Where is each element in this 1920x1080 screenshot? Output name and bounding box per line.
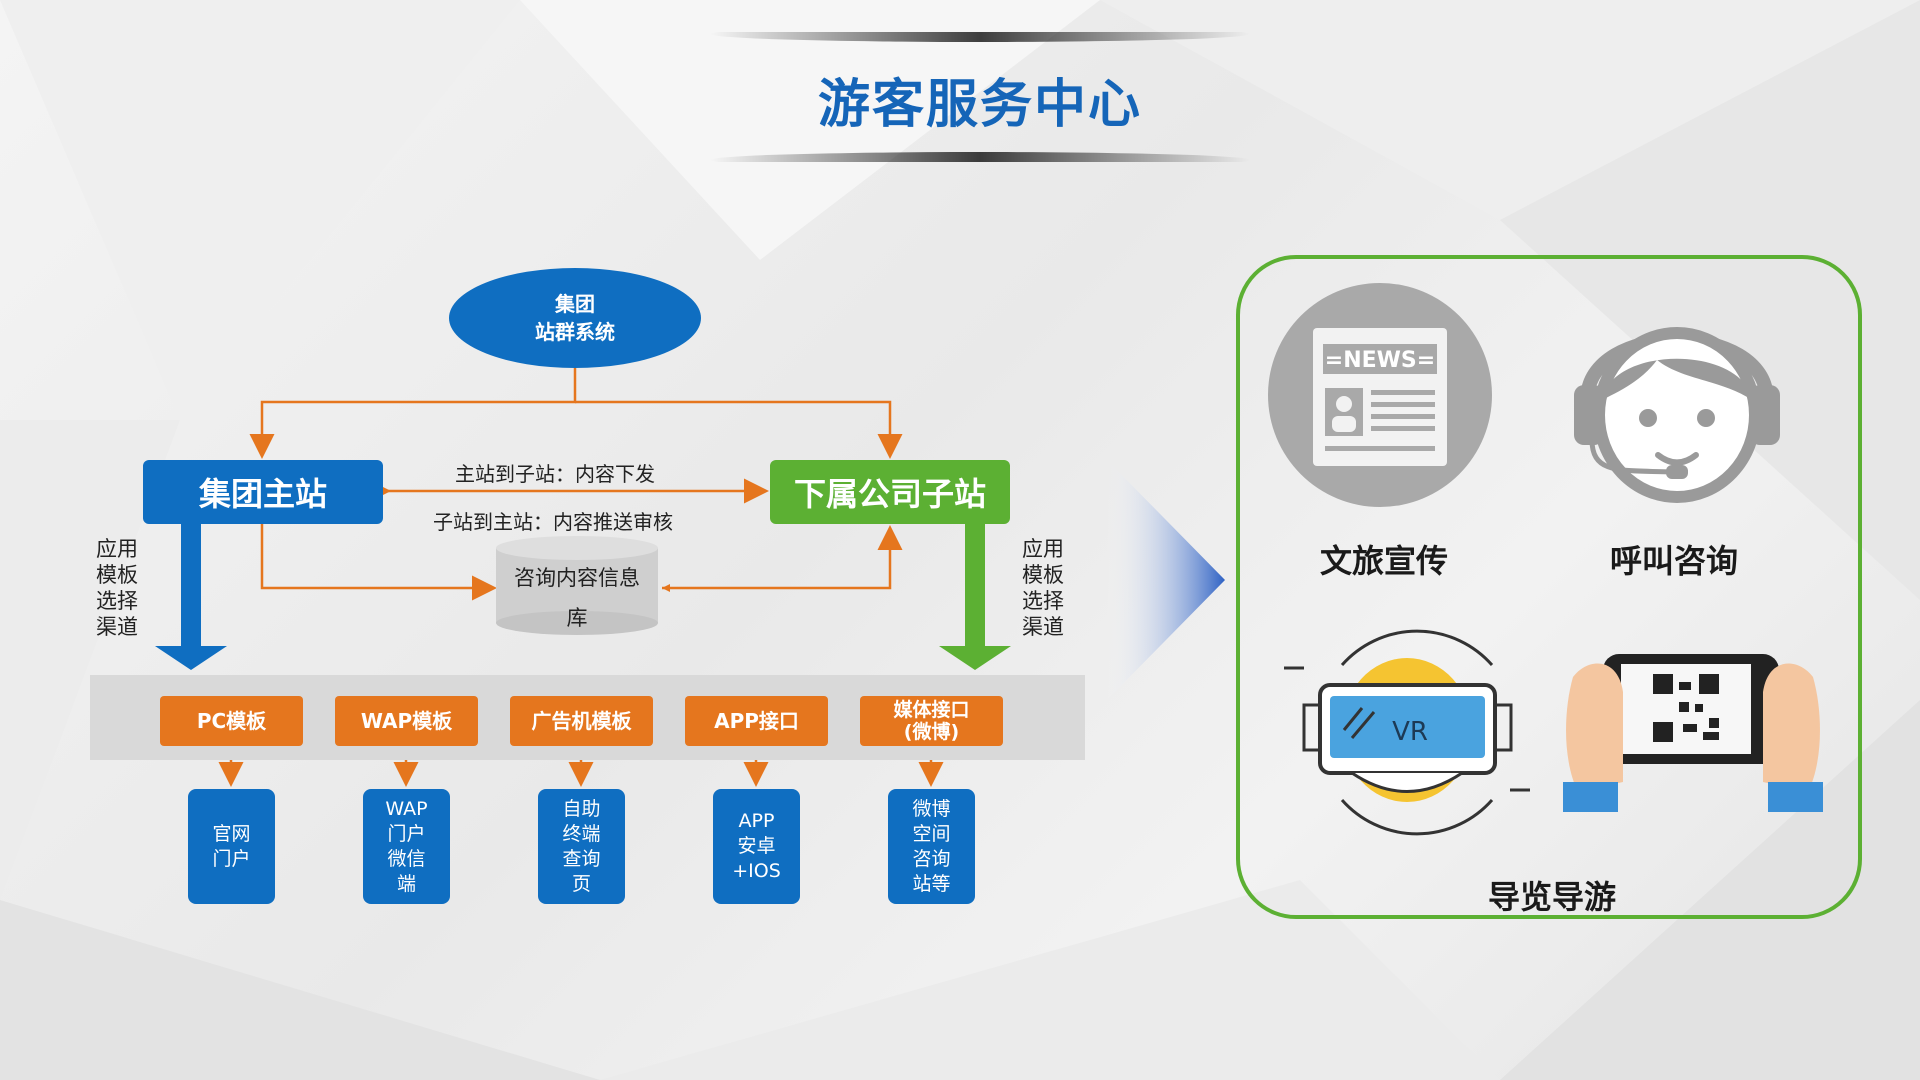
service-promo-label: 文旅宣传 <box>1320 542 1449 580</box>
news-badge-text: =NEWS= <box>1325 348 1435 373</box>
template-wap: WAP模板 <box>335 696 478 746</box>
template-media: 媒体接口 (微博) <box>860 696 1003 746</box>
green-down-arrow <box>939 524 1011 670</box>
root-line-1: 集团 <box>555 292 595 316</box>
root-line-2: 站群系统 <box>535 320 615 344</box>
root-connector <box>249 368 577 459</box>
blue-down-arrow <box>155 524 227 670</box>
vr-headset-icon: VR <box>1284 629 1530 836</box>
db-to-sub-arrow <box>662 525 903 590</box>
channel-weibo: 微博 空间 咨询 站等 <box>888 789 975 904</box>
database-line-1: 咨询内容信息 <box>514 566 640 590</box>
template-app: APP接口 <box>685 696 828 746</box>
qr-scan-icon <box>1563 654 1823 812</box>
database-line-2: 库 <box>566 606 588 630</box>
db-arrowhead-left <box>662 584 670 592</box>
edge-label-down: 主站到子站：内容下发 <box>455 462 655 486</box>
right-channel-label: 应用 模板 选择 渠道 <box>1022 537 1064 639</box>
template-ad-machine: 广告机模板 <box>510 696 653 746</box>
channel-wap: WAP 门户 微信 端 <box>363 789 450 904</box>
news-icon: =NEWS= <box>1268 283 1492 507</box>
channel-app: APP 安卓 +IOS <box>713 789 800 904</box>
transition-chevron <box>1105 458 1225 702</box>
left-channel-label: 应用 模板 选择 渠道 <box>96 537 138 639</box>
root-node-label: 集团 站群系统 <box>450 290 700 346</box>
page-title: 游客服务中心 <box>817 75 1142 135</box>
vr-badge-text: VR <box>1392 717 1428 747</box>
root-node <box>449 268 701 368</box>
channel-kiosk: 自助 终端 查询 页 <box>538 789 625 904</box>
database-label: 咨询内容信息 库 <box>497 558 657 638</box>
database-cylinder <box>496 536 658 635</box>
root-connector-right <box>575 400 903 459</box>
headset-icon <box>1574 327 1780 503</box>
edge-label-up: 子站到主站：内容推送审核 <box>433 510 673 534</box>
group-site-node: 集团主站 <box>143 460 383 524</box>
template-pc: PC模板 <box>160 696 303 746</box>
services-panel <box>1236 255 1862 919</box>
service-call-label: 呼叫咨询 <box>1610 542 1739 580</box>
group-to-db-arrow <box>260 524 497 601</box>
service-guide-label: 导览导游 <box>1488 878 1617 916</box>
channel-portal: 官网 门户 <box>188 789 275 904</box>
sub-site-node: 下属公司子站 <box>770 460 1010 524</box>
